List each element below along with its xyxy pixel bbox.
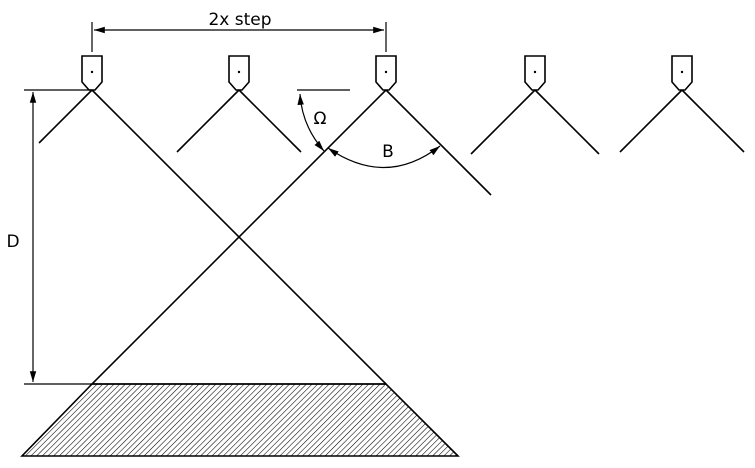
- hatched-coverage-area: [20, 383, 460, 457]
- omega-angle: Ω: [297, 89, 350, 152]
- spray-edge-left: [176, 89, 240, 153]
- beta-angle: B: [327, 142, 441, 169]
- nozzle-icon: [375, 55, 397, 91]
- nozzle-icon: [81, 55, 103, 91]
- omega-arc: [297, 93, 325, 152]
- nozzle-1: [38, 55, 387, 385]
- nozzle-4: [470, 55, 600, 155]
- step-dimension: 2x step: [91, 10, 387, 52]
- coverage-area: [20, 383, 460, 457]
- distance-label: D: [6, 232, 19, 252]
- nozzle-center-dot: [237, 70, 241, 74]
- nozzle-icon: [524, 55, 546, 91]
- nozzle-3: [91, 55, 492, 385]
- spray-edge-left: [470, 89, 536, 155]
- nozzle-icon: [671, 55, 693, 91]
- step-label: 2x step: [208, 10, 271, 30]
- spray-edge-right: [534, 89, 600, 155]
- nozzle-2: [176, 55, 302, 153]
- nozzle-center-dot: [680, 70, 684, 74]
- nozzle-5: [619, 55, 745, 153]
- spray-edge-left: [91, 89, 387, 385]
- nozzle-center-dot: [533, 70, 537, 74]
- spray-edge-right: [681, 89, 745, 153]
- spray-edge-left: [619, 89, 683, 153]
- beta-label: B: [382, 142, 394, 162]
- spray-edge-left: [38, 89, 93, 144]
- distance-dimension: D: [6, 89, 92, 385]
- spray-edge-right: [238, 89, 302, 153]
- nozzle-center-dot: [90, 70, 94, 74]
- nozzle-icon: [228, 55, 250, 91]
- beta-arc: [327, 145, 441, 169]
- omega-label: Ω: [314, 109, 327, 129]
- nozzle-center-dot: [384, 70, 388, 74]
- spray-edge-right: [385, 89, 492, 196]
